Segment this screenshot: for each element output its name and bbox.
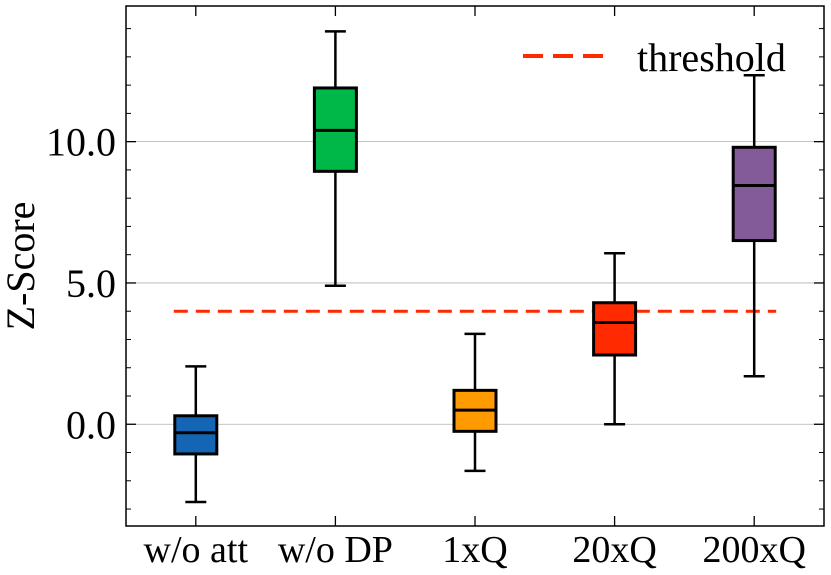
tick-layer <box>126 6 824 526</box>
legend-threshold-label: threshold <box>637 35 786 80</box>
box-3 <box>592 252 638 426</box>
y-tick-label: 0.0 <box>66 402 116 447</box>
y-axis-label: Z-Score <box>0 202 43 331</box>
box-body <box>731 145 777 243</box>
tick-labels: 0.0 5.0 10.0 w/o att w/o DP 1xQ 20xQ 200xQ <box>46 120 806 571</box>
y-tick-label: 10.0 <box>46 120 116 165</box>
x-tick-label: 1xQ <box>442 529 507 571</box>
y-tick-label: 5.0 <box>66 261 116 306</box>
box-body <box>592 301 638 357</box>
x-tick-label: w/o att <box>144 529 249 571</box>
x-tick-label: 20xQ <box>572 529 656 571</box>
plot-frame <box>125 5 825 527</box>
x-tick-label: 200xQ <box>702 529 805 571</box>
box-1 <box>312 30 358 288</box>
box-4 <box>731 73 777 378</box>
box-layer <box>173 30 777 504</box>
box-0 <box>173 365 219 504</box>
box-body <box>173 414 219 456</box>
x-tick-label: w/o DP <box>278 529 393 571</box>
legend: threshold <box>523 35 786 80</box>
box-2 <box>452 332 498 473</box>
